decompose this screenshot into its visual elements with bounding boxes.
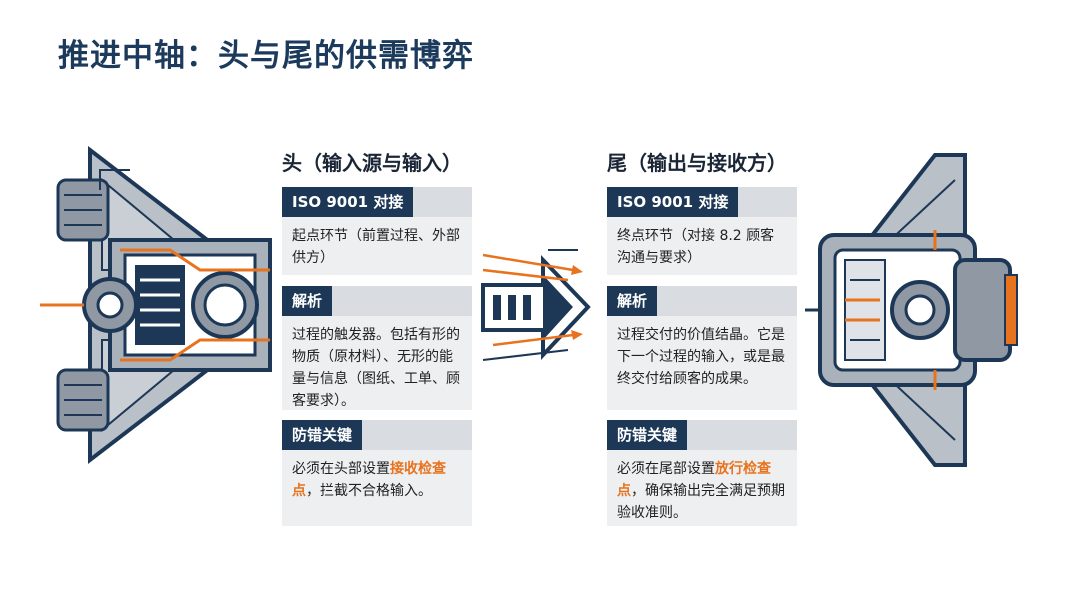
head-error-highlight: 接收检查点 xyxy=(292,461,446,499)
tail-error-card: 防错关键 必须在尾部设置放行检查点，确保输出完全满足预期验收准则。 xyxy=(607,420,797,526)
error-text-part: 必须在尾部设置 xyxy=(617,461,715,477)
head-spaceship-illustration xyxy=(40,145,272,465)
head-iso-text: 起点环节（前置过程、外部供方） xyxy=(292,228,460,266)
flow-arrow-icon xyxy=(481,249,591,361)
head-error-card: 防错关键 必须在头部设置接收检查点，拦截不合格输入。 xyxy=(282,420,472,526)
tail-error-text: 必须在尾部设置放行检查点，确保输出完全满足预期验收准则。 xyxy=(617,458,787,524)
error-text-part: ，拦截不合格输入。 xyxy=(306,483,432,499)
tail-iso-tag: ISO 9001 对接 xyxy=(607,187,739,217)
tail-analysis-text: 过程交付的价值结晶。它是下一个过程的输入，或是最终交付给顾客的成果。 xyxy=(617,327,785,387)
error-text-part: 必须在头部设置 xyxy=(292,461,390,477)
tail-analysis-tag: 解析 xyxy=(607,286,658,316)
head-analysis-tag: 解析 xyxy=(282,286,333,316)
head-analysis-text: 过程的触发器。包括有形的物质（原材料）、无形的能量与信息（图纸、工单、顾客要求）… xyxy=(292,327,460,409)
head-error-text: 必须在头部设置接收检查点，拦截不合格输入。 xyxy=(292,458,462,502)
tail-error-tag: 防错关键 xyxy=(607,420,688,450)
head-iso-card: ISO 9001 对接 起点环节（前置过程、外部供方） xyxy=(282,187,472,275)
head-error-tag: 防错关键 xyxy=(282,420,363,450)
error-text-part: ，确保输出完全满足预期验收准则。 xyxy=(617,483,785,521)
page-title: 推进中轴：头与尾的供需博弈 xyxy=(58,38,474,74)
tail-heading: 尾（输出与接收方） xyxy=(607,151,787,175)
tail-iso-text: 终点环节（对接 8.2 顾客沟通与要求） xyxy=(617,228,775,266)
head-iso-tag: ISO 9001 对接 xyxy=(282,187,414,217)
head-heading: 头（输入源与输入） xyxy=(282,151,462,175)
tail-spaceship-illustration xyxy=(805,153,1018,467)
tail-iso-card: ISO 9001 对接 终点环节（对接 8.2 顾客沟通与要求） xyxy=(607,187,797,275)
tail-analysis-card: 解析 过程交付的价值结晶。它是下一个过程的输入，或是最终交付给顾客的成果。 xyxy=(607,286,797,410)
tail-error-highlight: 放行检查点 xyxy=(617,461,771,499)
head-analysis-card: 解析 过程的触发器。包括有形的物质（原材料）、无形的能量与信息（图纸、工单、顾客… xyxy=(282,286,472,410)
